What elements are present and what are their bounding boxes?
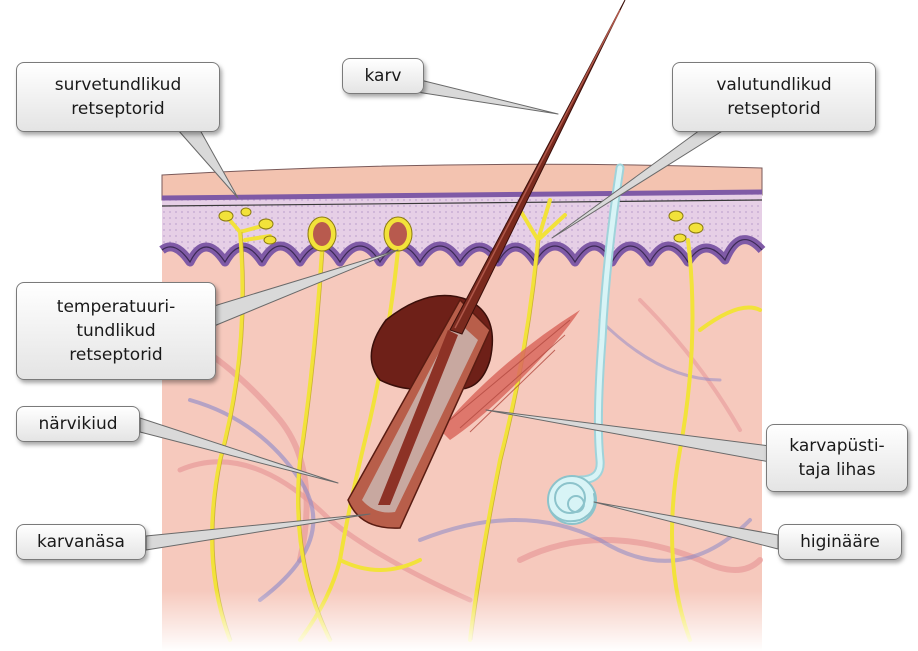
arrector-pili-muscle xyxy=(440,310,580,440)
sweat-gland xyxy=(547,163,625,525)
temperature-receptors xyxy=(307,216,413,252)
callout-karvapustitaja-lihas: karvapüsti- taja lihas xyxy=(766,424,908,492)
basal-layer-edge xyxy=(161,239,763,264)
label-karv: karv xyxy=(364,66,402,86)
label-higinaare: higinääre xyxy=(800,532,880,552)
callout-narvikiud: närvikiud xyxy=(16,406,140,442)
label-karvapusti-line2: taja lihas xyxy=(798,460,876,480)
label-narvikiud: närvikiud xyxy=(38,414,118,434)
callout-pointers xyxy=(139,75,779,551)
hair-shaft-highlight xyxy=(454,9,621,329)
label-valutundlikud-line1: valutundlikud xyxy=(716,75,832,95)
label-temperatuuri-line3: retseptorid xyxy=(69,345,163,365)
callout-valutundlikud-retseptorid: valutundlikud retseptorid xyxy=(672,62,876,132)
label-survetundlikud-line2: retseptorid xyxy=(71,99,165,119)
label-karvapusti-line1: karvapüsti- xyxy=(789,436,885,456)
label-survetundlikud-line1: survetundlikud xyxy=(54,75,182,95)
epidermis-top-line xyxy=(161,189,763,201)
label-temperatuuri-line1: temperatuuri- xyxy=(56,297,176,317)
callout-karv: karv xyxy=(342,58,424,94)
bottom-fade xyxy=(150,590,780,651)
pressure-receptor-endings xyxy=(218,207,704,245)
callout-survetundlikud-retseptorid: survetundlikud retseptorid xyxy=(16,62,220,132)
label-karvanasa: karvanäsa xyxy=(37,532,125,552)
surface-line xyxy=(161,199,763,207)
callout-temperatuuritundlikud-retseptorid: temperatuuri- tundlikud retseptorid xyxy=(16,282,216,380)
callout-higinaare: higinääre xyxy=(778,524,902,560)
label-valutundlikud-line2: retseptorid xyxy=(727,99,821,119)
callout-karvanasa: karvanäsa xyxy=(16,524,146,560)
label-temperatuuri-line2: tundlikud xyxy=(76,321,156,341)
pointer-narvikiud xyxy=(139,417,339,484)
pointer-karvanasa xyxy=(145,513,371,551)
pointer-karv xyxy=(403,75,559,115)
hair-follicle xyxy=(347,294,494,529)
